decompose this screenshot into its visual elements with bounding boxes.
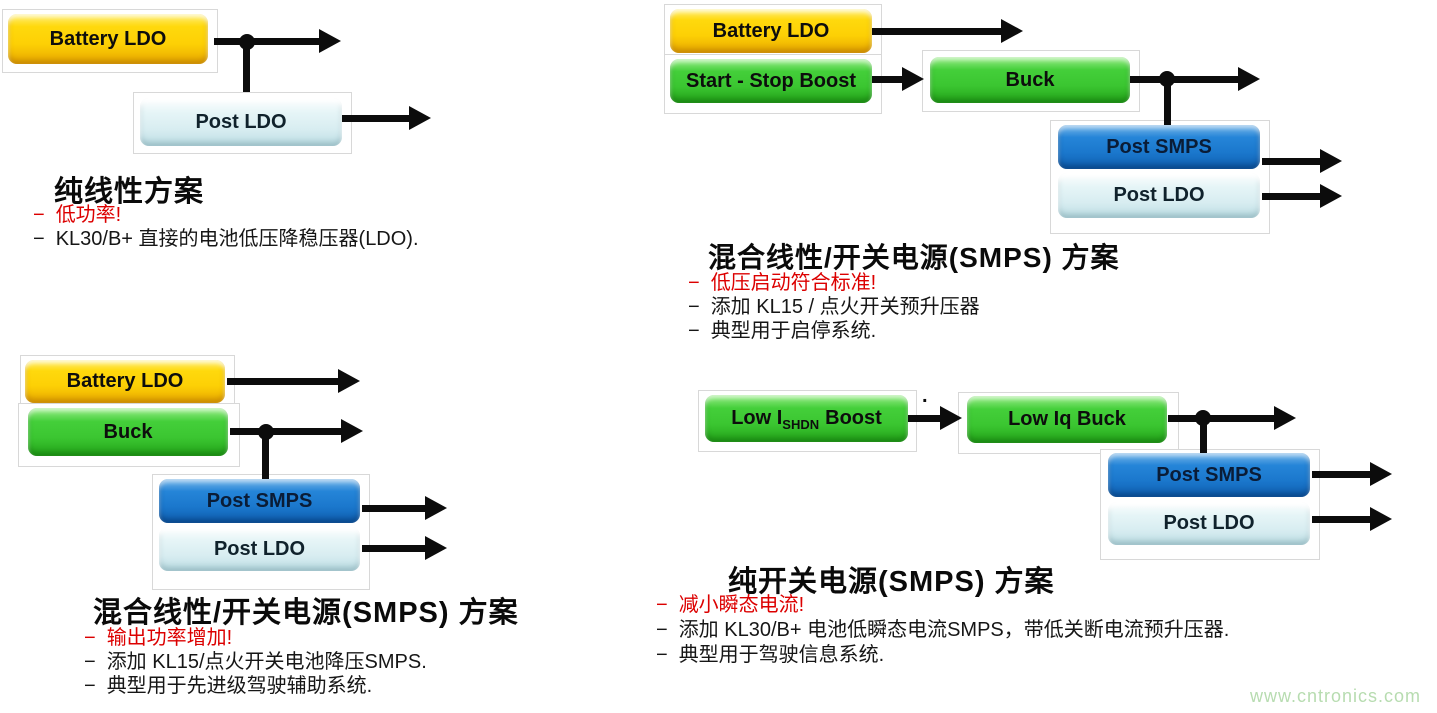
arrow-right (362, 496, 447, 520)
bullet-dash: − (33, 228, 45, 250)
bullet: − 减小瞬态电流! (656, 593, 1229, 618)
bullet-text: 典型用于驾驶信息系统. (678, 644, 885, 666)
junction-dot (1159, 71, 1175, 87)
arrow-right (872, 19, 1023, 43)
bullet-dash: − (688, 320, 700, 342)
post-ldo-block: Post LDO (159, 527, 360, 571)
arrow-right (1168, 406, 1296, 430)
bullet: − 低功率! (33, 203, 419, 227)
arrow-right (1262, 184, 1342, 208)
post-ldo-block: Post LDO (140, 98, 342, 146)
battery-ldo-block: Battery LDO (8, 14, 208, 64)
bullet-text: 典型用于先进级驾驶辅助系统. (106, 675, 373, 697)
bullet: − 典型用于驾驶信息系统. (656, 643, 1229, 668)
section-title: 纯开关电源(SMPS) 方案 (728, 566, 1055, 598)
label-pre: Low I (731, 407, 783, 429)
bullet-text: 输出功率增加! (106, 627, 233, 649)
low-ishdn-boost-block: Low ISHDN Boost (705, 395, 908, 442)
label-subscript: SHDN (782, 417, 820, 432)
post-smps-block: Post SMPS (1108, 453, 1310, 497)
arrow-right (908, 406, 962, 430)
start-stop-boost-block: Start - Stop Boost (670, 59, 872, 103)
bullet-text: KL30/B+ 直接的电池低压降稳压器(LDO). (55, 228, 419, 250)
bullet: − 低压启动符合标准! (688, 271, 980, 295)
bullet: − 典型用于启停系统. (688, 319, 980, 343)
bullet-dash: − (688, 296, 700, 318)
connector-line (243, 42, 250, 92)
section-title: 纯线性方案 (54, 176, 205, 208)
stray-period: . (922, 385, 928, 407)
bullet: − 添加 KL30/B+ 电池低瞬态电流SMPS，带低关断电流预升压器. (656, 618, 1229, 643)
arrow-right (1312, 462, 1392, 486)
bullet-text: 典型用于启停系统. (710, 320, 877, 342)
bullet-dash: − (656, 644, 668, 666)
connector-line (1200, 418, 1207, 455)
arrow-right (342, 106, 431, 130)
arrow-right (1312, 507, 1392, 531)
bullet-list: − 输出功率增加! − 添加 KL15/点火开关电池降压SMPS. − 典型用于… (84, 626, 427, 698)
battery-ldo-block: Battery LDO (25, 360, 225, 403)
bullet-dash: − (656, 619, 668, 641)
bullet-dash: − (656, 594, 668, 616)
bullet: − 添加 KL15 / 点火开关预升压器 (688, 295, 980, 319)
section-title: 混合线性/开关电源(SMPS) 方案 (708, 242, 1120, 273)
connector-line (262, 432, 269, 479)
buck-block: Buck (930, 57, 1130, 103)
post-smps-block: Post SMPS (159, 479, 360, 523)
arrow-right (362, 536, 447, 560)
bullet-dash: − (84, 675, 96, 697)
arrow-right (230, 419, 363, 443)
bullet-text: 添加 KL15/点火开关电池降压SMPS. (106, 651, 427, 673)
bullet-text: 减小瞬态电流! (678, 594, 805, 616)
bullet: − 典型用于先进级驾驶辅助系统. (84, 674, 427, 698)
buck-block: Buck (28, 408, 228, 456)
arrow-right (1262, 149, 1342, 173)
low-iq-buck-block: Low Iq Buck (967, 396, 1167, 443)
bullet: − KL30/B+ 直接的电池低压降稳压器(LDO). (33, 227, 419, 251)
bullet-text: 添加 KL15 / 点火开关预升压器 (710, 296, 980, 318)
bullet-dash: − (84, 651, 96, 673)
arrow-right (872, 67, 924, 91)
section-title: 混合线性/开关电源(SMPS) 方案 (93, 597, 519, 629)
post-ldo-block: Post LDO (1058, 173, 1260, 218)
bullet-text: 低压启动符合标准! (710, 272, 877, 294)
label-post: Boost (825, 407, 882, 429)
bullet-list: − 低功率! − KL30/B+ 直接的电池低压降稳压器(LDO). (33, 203, 419, 251)
bullet: − 添加 KL15/点火开关电池降压SMPS. (84, 650, 427, 674)
arrow-right (214, 29, 341, 53)
bullet-dash: − (688, 272, 700, 294)
bullet: − 输出功率增加! (84, 626, 427, 650)
bullet-dash: − (84, 627, 96, 649)
battery-ldo-block: Battery LDO (670, 9, 872, 53)
arrow-right (1130, 67, 1260, 91)
bullet-list: − 低压启动符合标准! − 添加 KL15 / 点火开关预升压器 − 典型用于启… (688, 271, 980, 343)
connector-line (1164, 80, 1171, 127)
bullet-text: 低功率! (55, 204, 122, 226)
block-label: Low ISHDN Boost (731, 407, 882, 432)
arrow-right (227, 369, 360, 393)
bullet-list: − 减小瞬态电流! − 添加 KL30/B+ 电池低瞬态电流SMPS，带低关断电… (656, 593, 1229, 668)
post-ldo-block: Post LDO (1108, 502, 1310, 545)
post-smps-block: Post SMPS (1058, 125, 1260, 169)
bullet-text: 添加 KL30/B+ 电池低瞬态电流SMPS，带低关断电流预升压器. (678, 619, 1230, 641)
watermark: www.cntronics.com (1249, 686, 1421, 706)
bullet-dash: − (33, 204, 45, 226)
